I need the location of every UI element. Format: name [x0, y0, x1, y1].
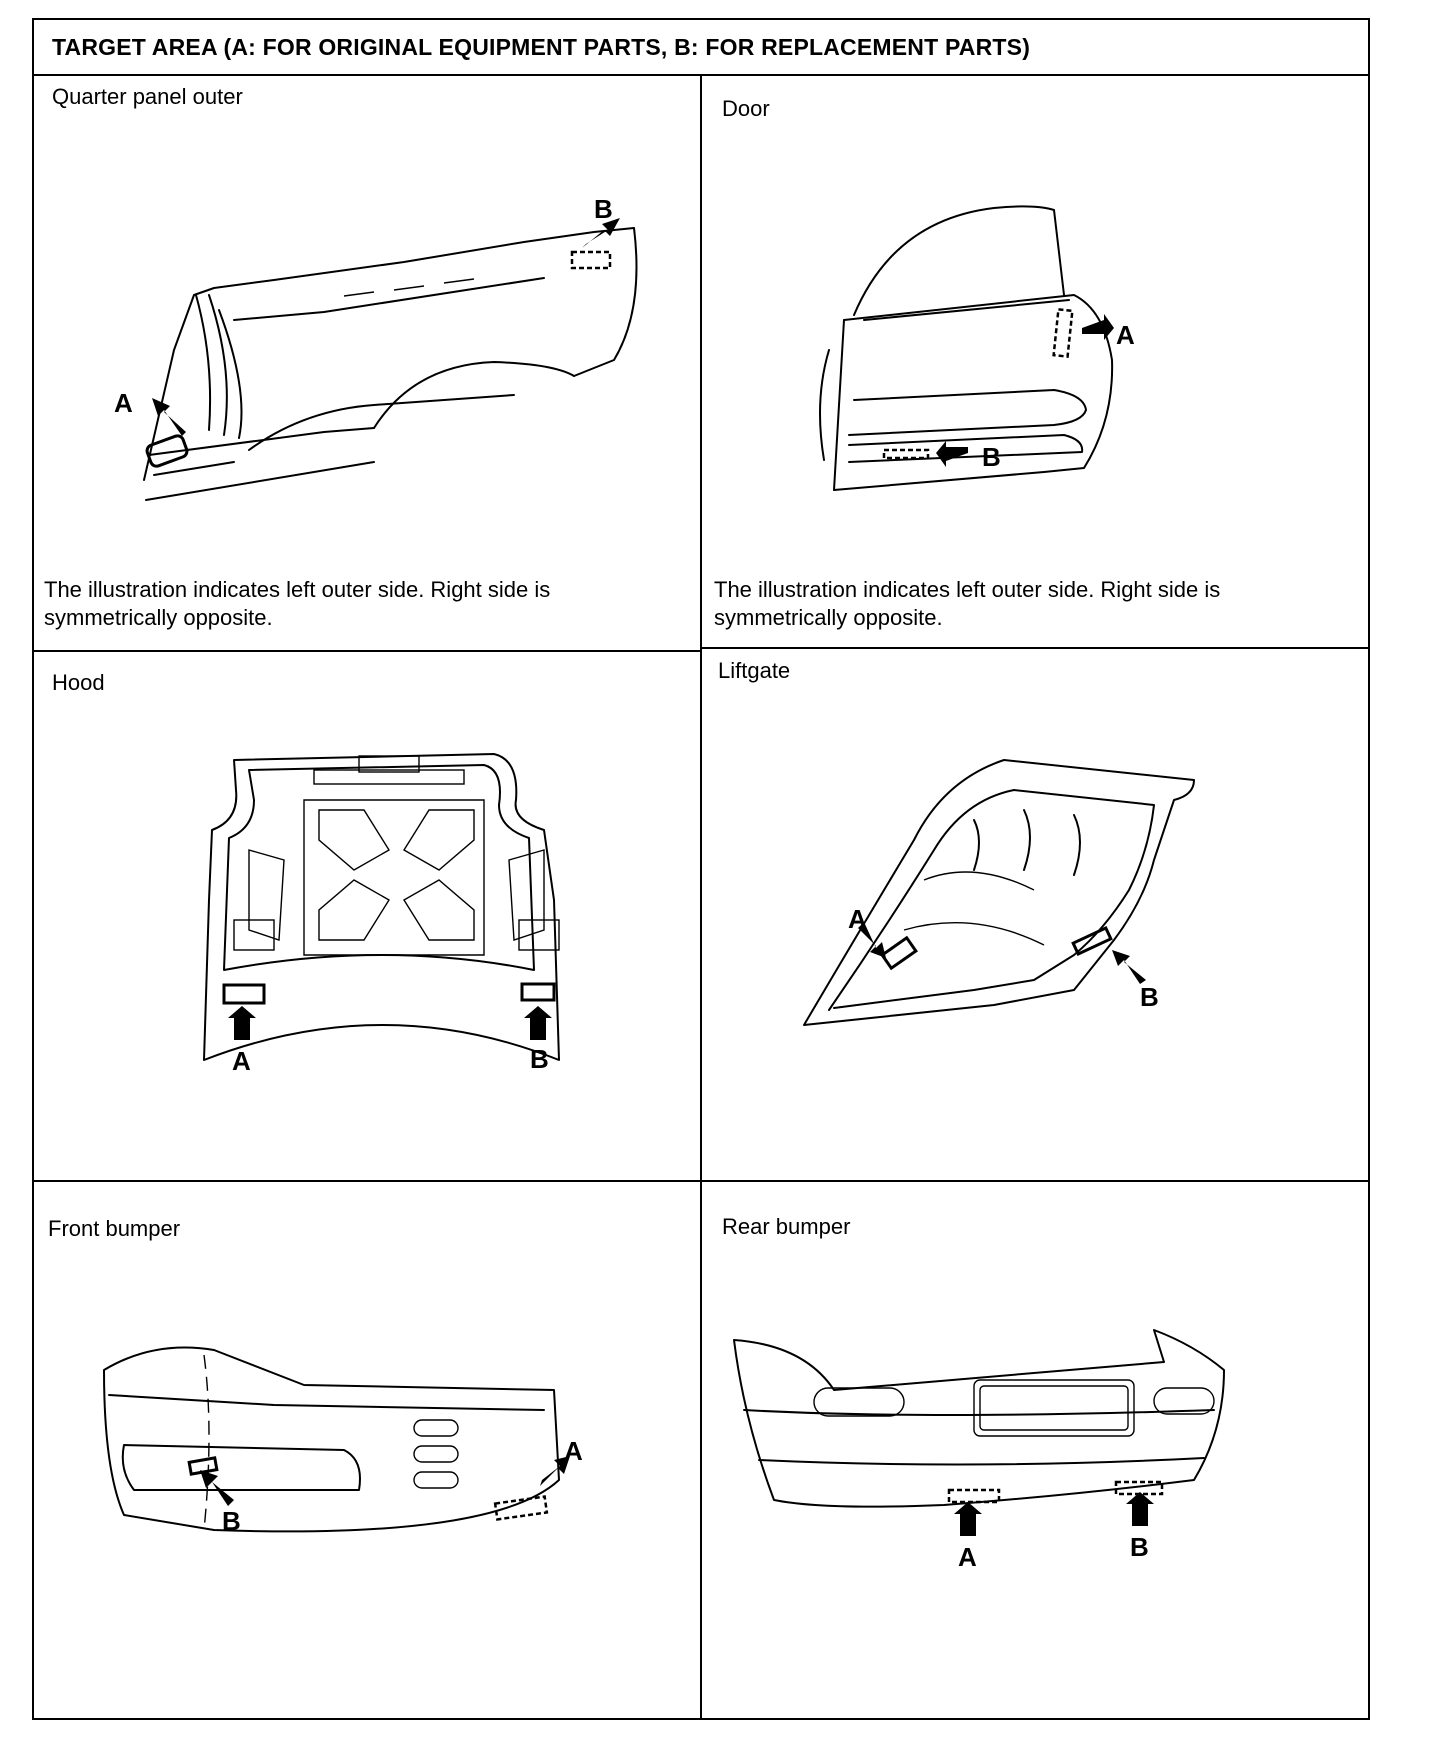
- row-divider-left-1: [34, 650, 700, 652]
- cell-note: The illustration indicates left outer si…: [44, 577, 551, 630]
- hood-illustration: A B: [203, 753, 560, 1076]
- cell-title: Hood: [52, 670, 105, 695]
- label-b: B: [222, 1506, 241, 1536]
- label-b: B: [594, 194, 613, 224]
- liftgate-illustration: A B: [803, 759, 1195, 1026]
- label-a: A: [1116, 320, 1135, 350]
- door-illustration: A B: [819, 205, 1135, 491]
- cell-title: Quarter panel outer: [52, 84, 243, 109]
- row-divider-2: [34, 1180, 1370, 1182]
- label-a: A: [232, 1046, 251, 1076]
- header-title: TARGET AREA (A: FOR ORIGINAL EQUIPMENT P…: [52, 34, 1031, 60]
- target-area-table: TARGET AREA (A: FOR ORIGINAL EQUIPMENT P…: [32, 18, 1370, 1720]
- column-divider: [700, 76, 702, 1720]
- label-b: B: [1140, 982, 1159, 1012]
- label-b: B: [530, 1044, 549, 1074]
- table-header: TARGET AREA (A: FOR ORIGINAL EQUIPMENT P…: [34, 20, 1368, 76]
- label-a: A: [114, 388, 133, 418]
- front-bumper-illustration: B A: [103, 1346, 583, 1536]
- quarter-panel-illustration: B A: [114, 194, 638, 501]
- label-a: A: [564, 1436, 583, 1466]
- row-divider-right-1: [700, 647, 1370, 649]
- cell-title: Liftgate: [718, 658, 791, 683]
- cell-title: Front bumper: [48, 1216, 181, 1241]
- cell-title: Rear bumper: [722, 1214, 851, 1239]
- label-a: A: [958, 1542, 977, 1572]
- cell-title: Door: [722, 96, 770, 121]
- cell-note: The illustration indicates left outer si…: [714, 577, 1221, 630]
- label-b: B: [1130, 1532, 1149, 1562]
- label-a: A: [848, 904, 867, 934]
- label-b: B: [982, 442, 1001, 472]
- rear-bumper-illustration: A B: [733, 1329, 1225, 1572]
